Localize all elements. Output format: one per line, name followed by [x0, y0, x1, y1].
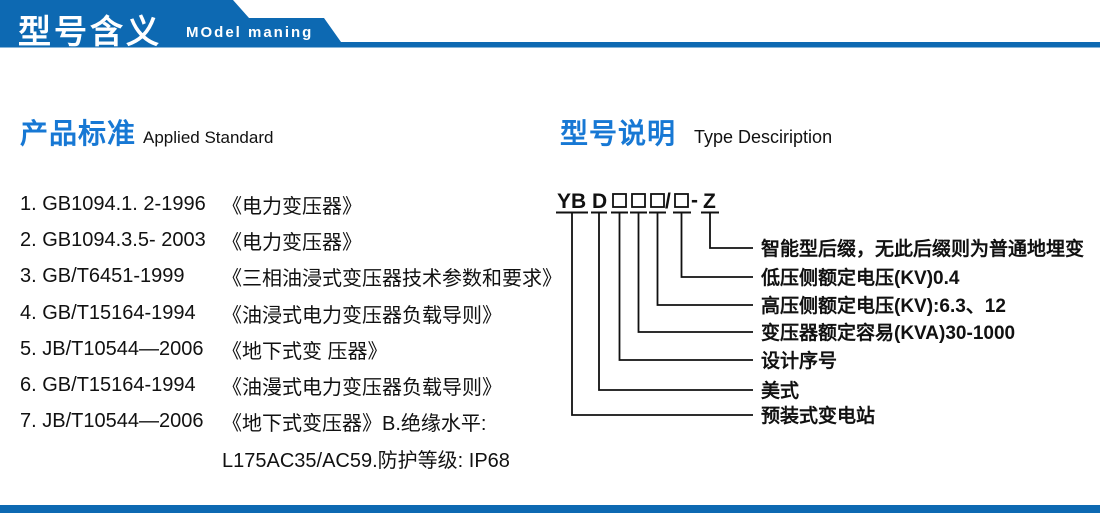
code-dash: -	[691, 189, 698, 212]
code-label: 预装式变电站	[761, 404, 875, 427]
standard-title: L175AC35/AC59.防护等级: IP68	[222, 449, 510, 472]
applied-standard-heading-en: Applied Standard	[143, 128, 274, 147]
connector-d	[598, 213, 753, 391]
list-item: 4. GB/T15164-1994 《油浸式电力变压器负载导则》	[20, 295, 580, 331]
list-item: 3. GB/T6451-1999 《三相油浸式变压器技术参数和要求》	[20, 259, 580, 295]
code-d: D	[592, 190, 607, 213]
applied-standard-heading: 产品标准 Applied Standard	[20, 112, 273, 152]
code-underline	[611, 211, 628, 214]
code-placeholder-boxes	[612, 193, 689, 208]
standard-title: 《电力变压器》	[222, 231, 362, 254]
code-label: 变压器额定容易(KVA)30-1000	[761, 321, 1015, 344]
list-item: 7. JB/T10544—2006 《地下式变压器》B.绝缘水平:	[20, 404, 580, 440]
standard-title: 《三相油浸式变压器技术参数和要求》	[222, 268, 562, 291]
standard-code: 6. GB/T15164-1994	[20, 374, 196, 397]
standard-title: 《电力变压器》	[222, 195, 362, 218]
code-underlines	[556, 211, 719, 214]
code-label: 低压侧额定电压(KV)0.4	[760, 266, 960, 289]
code-slash: /	[665, 190, 671, 213]
connector-z	[709, 213, 753, 249]
model-code: YB D / - Z	[557, 189, 716, 213]
connector-box2	[637, 213, 753, 333]
list-item: 2. GB1094.3.5- 2003 《电力变压器》	[20, 222, 580, 258]
code-underline	[556, 211, 588, 214]
connector-box3	[656, 213, 753, 306]
code-label: 智能型后缀，无此后缀则为普通地埋变	[761, 237, 1084, 260]
applied-standard-heading-cn: 产品标准	[20, 118, 137, 149]
code-label: 美式	[761, 379, 799, 402]
connector-yb	[571, 213, 753, 416]
connector-box4	[680, 213, 753, 278]
standard-code: 7. JB/T10544—2006	[20, 410, 204, 433]
code-yb: YB	[557, 190, 586, 213]
code-labels: 智能型后缀，无此后缀则为普通地埋变 低压侧额定电压(KV)0.4 高压侧额定电压…	[760, 237, 1084, 427]
standard-code: 2. GB1094.3.5- 2003	[20, 228, 206, 251]
connector-lines	[571, 213, 753, 416]
list-item: 1. GB1094.1. 2-1996 《电力变压器》	[20, 186, 580, 222]
code-underline	[649, 211, 666, 214]
code-placeholder-box	[650, 193, 665, 208]
list-item: 5. JB/T10544—2006 《地下式变 压器》	[20, 331, 580, 367]
type-description-heading: 型号说明 Type Desciription	[560, 112, 832, 152]
page-title: 型号含义	[18, 13, 162, 50]
code-placeholder-box	[674, 193, 689, 208]
standard-title: 《地下式变 压器》	[222, 340, 388, 363]
code-placeholder-box	[612, 193, 627, 208]
code-underline	[701, 211, 719, 214]
connector-box1	[618, 213, 753, 361]
type-description-heading-en: Type Desciription	[694, 127, 833, 147]
standard-title: 《地下式变压器》B.绝缘水平:	[222, 413, 487, 436]
code-z: Z	[703, 190, 716, 213]
standard-title: 《油浸式电力变压器负载导则》	[222, 304, 502, 327]
code-label: 高压侧额定电压(KV):6.3、12	[761, 294, 1006, 317]
list-item: L175AC35/AC59.防护等级: IP68	[20, 440, 580, 476]
type-description-heading-cn: 型号说明	[560, 118, 677, 149]
code-underline	[630, 211, 647, 214]
standard-code: 3. GB/T6451-1999	[20, 265, 185, 288]
footer-bar	[0, 505, 1100, 513]
model-code-diagram: YB D / - Z	[556, 189, 1084, 427]
header-ribbon	[0, 0, 1100, 48]
list-item: 6. GB/T15164-1994 《油漫式电力变压器负载导则》	[20, 367, 580, 403]
code-placeholder-box	[631, 193, 646, 208]
header-ribbon-shape	[0, 0, 1100, 48]
standard-code: 5. JB/T10544—2006	[20, 337, 204, 360]
standard-code: 4. GB/T15164-1994	[20, 301, 196, 324]
code-underline	[591, 211, 607, 214]
standard-title: 《油漫式电力变压器负载导则》	[222, 377, 502, 400]
page-subtitle: MOdel maning	[186, 24, 314, 41]
code-underline	[673, 211, 691, 214]
code-label: 设计序号	[761, 349, 837, 372]
standard-code: 1. GB1094.1. 2-1996	[20, 192, 206, 215]
standards-list: 1. GB1094.1. 2-1996 《电力变压器》 2. GB1094.3.…	[20, 186, 580, 476]
